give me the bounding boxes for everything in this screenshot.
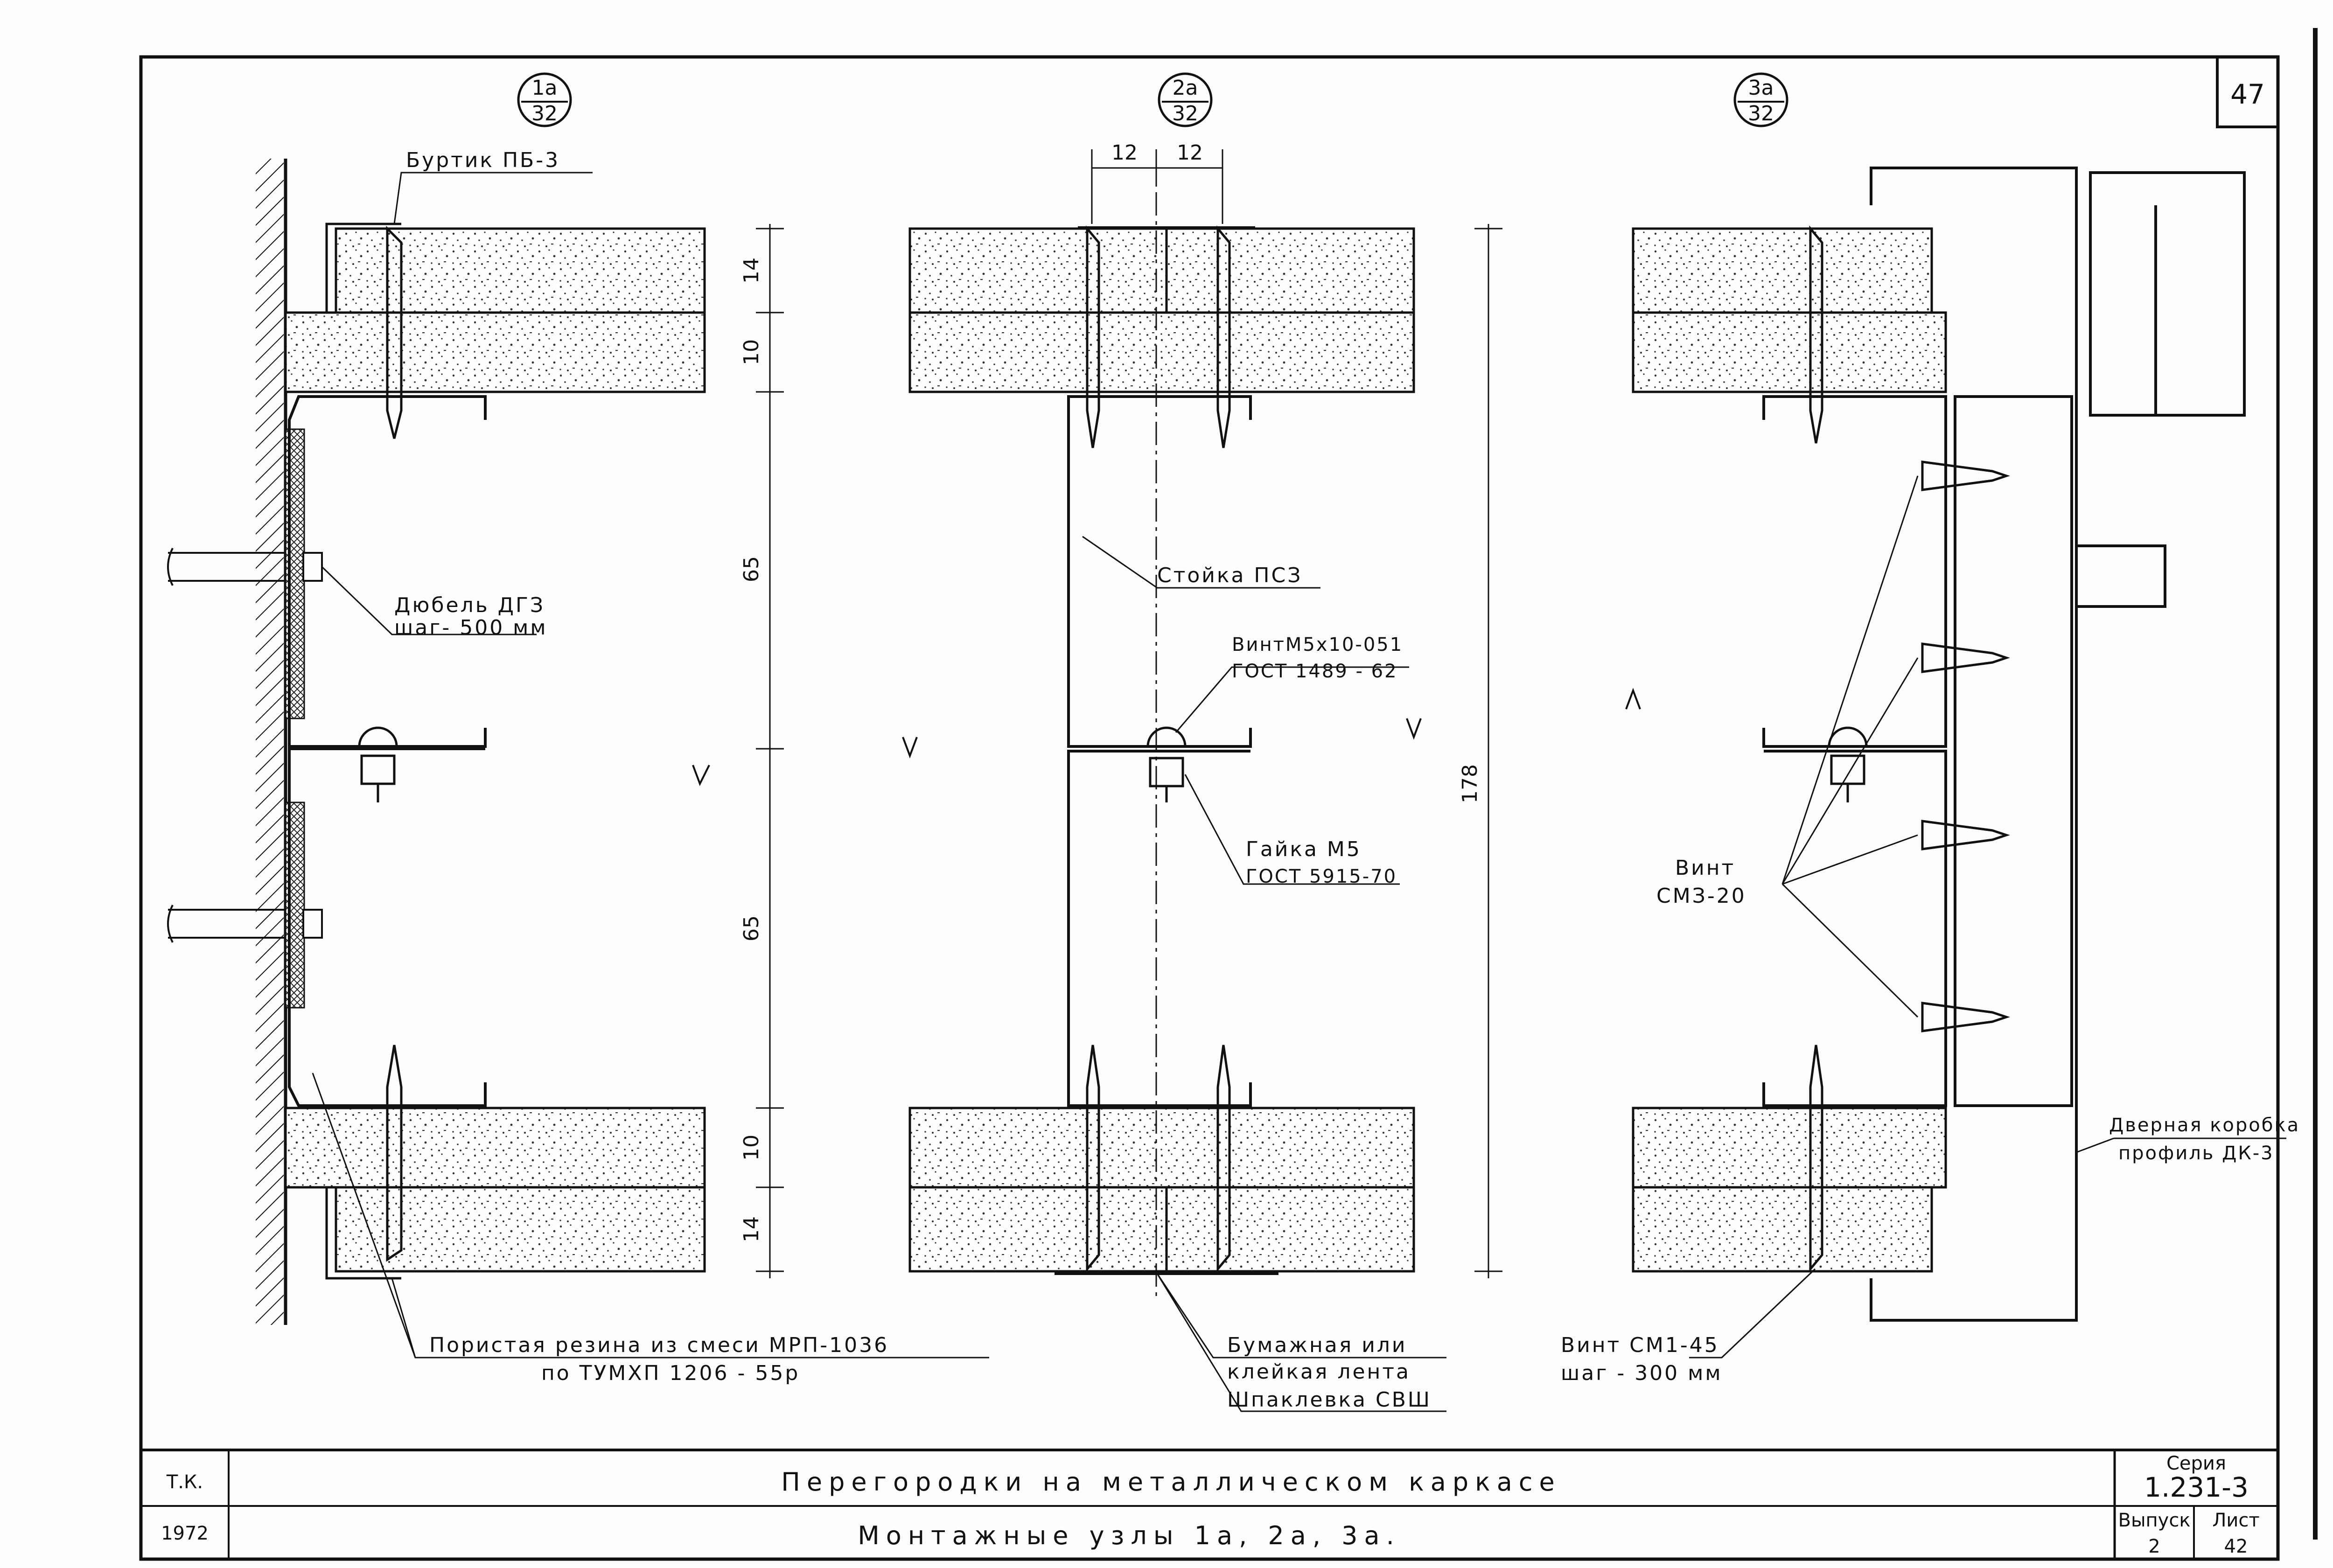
node-2a-number: 2a — [1173, 76, 1198, 100]
node-3a-sheet: 32 — [1748, 102, 1774, 125]
screws-3a — [1809, 225, 1823, 1272]
screws-2a — [1086, 225, 1231, 1272]
vypusk-label: Выпуск — [2118, 1510, 2191, 1531]
dim-178: 178 — [1458, 764, 1482, 803]
label-rezina-2: по ТУМХП 1206 - 55р — [541, 1361, 800, 1385]
dowel-anchors — [167, 548, 323, 943]
drawing-subtitle: Монтажные узлы 1а, 2а, 3а. — [858, 1521, 1401, 1550]
detail-3a — [1625, 167, 2246, 1322]
bolt-2a — [1146, 726, 1187, 802]
dim-10-top: 10 — [740, 339, 763, 365]
dim-14-top: 14 — [740, 258, 763, 284]
label-lenta-2: клейкая лента — [1227, 1360, 1411, 1384]
label-vint-sm3-2: СМЗ-20 — [1656, 884, 1746, 908]
drawing-title: Перегородки на металлическом каркасе — [781, 1467, 1561, 1497]
labels: Буртик ПБ-3 Дюбель ДГЗ шаг- 500 мм Стойк… — [394, 148, 2300, 1412]
year: 1972 — [161, 1523, 209, 1544]
bolt-1a — [358, 726, 398, 802]
list-value: 42 — [2224, 1536, 2248, 1557]
gypsum-boards-2a — [908, 227, 1415, 1273]
joint-tape-2a — [1055, 226, 1278, 1275]
label-stoyka: Стойка ПСЗ — [1157, 564, 1302, 587]
screws-1a — [386, 225, 403, 1262]
dim-14-bottom: 14 — [740, 1216, 763, 1242]
label-burtik: Буртик ПБ-3 — [406, 148, 560, 172]
dim-12-right: 12 — [1177, 141, 1203, 165]
frame-screws-sm3 — [1921, 460, 2010, 1032]
break-line-2a-left — [902, 737, 918, 759]
wall-hatch — [256, 159, 287, 1325]
frame — [139, 28, 2318, 1561]
dimension-lines — [756, 149, 1502, 1278]
steel-studs-3a — [1762, 395, 1947, 1107]
label-rezina-1: Пористая резина из смеси МРП-1036 — [429, 1333, 889, 1357]
label-gayka-2: ГОСТ 5915-70 — [1246, 866, 1397, 887]
break-line-2a-right — [1406, 718, 1422, 740]
steel-studs-1a — [288, 395, 487, 1107]
label-vint-sm3-1: Винт — [1675, 856, 1735, 880]
node-1a-sheet: 32 — [531, 102, 558, 125]
dimension-values: 12 12 14 10 65 65 10 14 178 — [740, 141, 1482, 1242]
label-vint-sm1-1: Винт СМ1-45 — [1561, 1333, 1719, 1357]
dim-12-left: 12 — [1111, 141, 1138, 165]
label-vint-m5-2: ГОСТ 1489 - 62 — [1232, 661, 1398, 682]
label-gayka-1: Гайка М5 — [1246, 837, 1362, 861]
label-korobka-2: профиль ДК-3 — [2118, 1143, 2274, 1164]
node-3a-number: 3a — [1748, 76, 1774, 100]
label-korobka-1: Дверная коробка — [2109, 1115, 2300, 1136]
gypsum-boards-1a — [284, 227, 706, 1273]
leader-lines — [312, 172, 2286, 1412]
list-label: Лист — [2212, 1510, 2259, 1531]
detail-1a — [167, 159, 710, 1325]
steel-studs-2a — [1067, 395, 1252, 1107]
detail-2a — [902, 154, 1422, 1297]
node-2a-sheet: 32 — [1172, 102, 1198, 125]
dim-65-bottom: 65 — [740, 915, 763, 941]
dim-65-top: 65 — [740, 556, 763, 582]
label-dubel-1: Дюбель ДГЗ — [394, 593, 545, 617]
gypsum-boards-3a — [1632, 227, 1947, 1273]
node-1a-number: 1a — [532, 76, 558, 100]
node-callout-3a: 3a 32 — [1733, 72, 1788, 127]
tk-code: Т.К. — [166, 1471, 203, 1493]
break-line-3a — [1625, 688, 1641, 710]
edge-bead-pb3 — [325, 223, 401, 1280]
seriya-label: Серия — [2166, 1453, 2226, 1474]
label-lenta-1: Бумажная или — [1227, 1333, 1407, 1357]
node-callout-2a: 2a 32 — [1158, 72, 1213, 127]
vypusk-value: 2 — [2148, 1536, 2160, 1557]
bolt-3a — [1828, 726, 1868, 802]
dim-10-bottom: 10 — [740, 1135, 763, 1161]
label-shpaklevka: Шпаклевка СВШ — [1227, 1388, 1432, 1412]
label-vint-sm1-2: шаг - 300 мм — [1561, 1361, 1723, 1385]
break-line-1a — [692, 765, 710, 786]
label-vint-m5-1: ВинтМ5х10-051 — [1232, 634, 1403, 655]
node-callout-1a: 1a 32 — [517, 72, 572, 127]
label-dubel-2: шаг- 500 мм — [394, 616, 548, 640]
sheet-number: 47 — [2230, 78, 2265, 110]
seriya-value: 1.231-3 — [2144, 1471, 2249, 1503]
door-frame-dk3 — [1870, 167, 2246, 1322]
title-block: 47 Т.К. 1972 Перегородки на металлическо… — [161, 78, 2265, 1557]
